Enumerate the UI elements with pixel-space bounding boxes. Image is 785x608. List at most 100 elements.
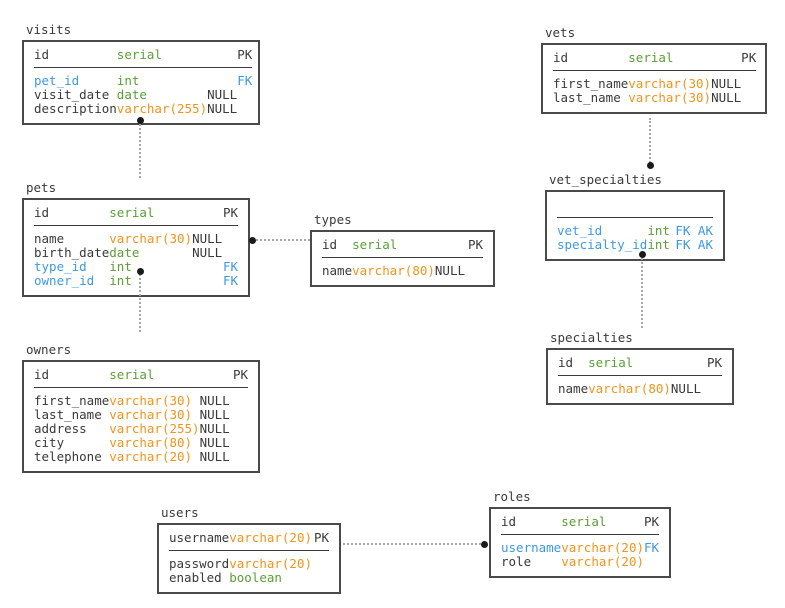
- entity-title: visits: [26, 22, 72, 37]
- relationship-pets-types[interactable]: [252, 239, 310, 241]
- relationship-vet_specialties-specialties[interactable]: [641, 254, 643, 328]
- column-type: varchar(30): [109, 407, 193, 422]
- column-key-flag: FK: [222, 273, 238, 288]
- relationship-pets-owners[interactable]: [139, 271, 141, 332]
- key-separator: [557, 216, 713, 218]
- column-type: varchar(20): [109, 449, 193, 464]
- relationship-endpoint-dot: [249, 237, 256, 244]
- column-name: name: [322, 263, 353, 278]
- column-key-flag: [312, 571, 329, 585]
- column-nullable: NULL: [670, 381, 702, 396]
- column-key-flag: [741, 91, 756, 105]
- key-separator: [553, 69, 757, 71]
- column-key-flag: FK: [644, 540, 660, 555]
- entity-title: users: [161, 505, 199, 520]
- column-nullable: NULL: [199, 407, 230, 422]
- column-key-flag: [230, 422, 248, 436]
- relationship-endpoint-dot: [481, 541, 488, 548]
- key-separator: [558, 374, 722, 376]
- column-name: birth_date: [34, 245, 110, 260]
- column-key-flag: [237, 88, 252, 102]
- column-type: int: [116, 73, 140, 88]
- column-key-flag: PK: [467, 237, 483, 252]
- column-key-flag: [230, 450, 248, 464]
- entity-title: specialties: [550, 330, 633, 345]
- entity-title: owners: [26, 342, 72, 357]
- column-key-flag: [237, 102, 252, 116]
- entity-title: pets: [26, 180, 57, 195]
- relationship-vets-vet_specialties[interactable]: [649, 118, 651, 166]
- column-name: last_name: [553, 90, 621, 105]
- column-type: varchar(80): [109, 435, 193, 450]
- column-key-flag: PK: [237, 47, 253, 62]
- column-name: id: [553, 50, 569, 65]
- column-type: int: [647, 237, 670, 252]
- column-type: date: [109, 245, 140, 260]
- column-key-flag: PK: [706, 355, 722, 370]
- entity-title: roles: [493, 489, 531, 504]
- column-type: varchar(20): [561, 554, 645, 569]
- relationship-endpoint-dot: [647, 162, 654, 169]
- column-key-flag: [230, 436, 248, 450]
- column-name: name: [34, 231, 65, 246]
- relationship-visits-pets[interactable]: [139, 120, 141, 178]
- column-type: varchar(255): [116, 101, 208, 116]
- column-type: varchar(20): [561, 540, 645, 555]
- column-type: int: [647, 223, 670, 238]
- column-nullable: [435, 238, 465, 252]
- column-name: address: [34, 421, 87, 436]
- column-name: name: [558, 381, 589, 396]
- column-nullable: NULL: [711, 76, 742, 91]
- relationship-users-roles[interactable]: [343, 543, 485, 545]
- column-key-flag: [644, 555, 659, 569]
- column-nullable: [711, 51, 741, 65]
- column-key-flag: PK: [741, 50, 757, 65]
- column-name: id: [322, 237, 338, 252]
- column-type: varchar(80): [352, 263, 435, 278]
- column-key-flag: [465, 264, 483, 278]
- column-name: [557, 198, 647, 212]
- column-nullable: NULL: [199, 435, 230, 450]
- column-key-flag: FK: [237, 73, 253, 88]
- column-type: int: [109, 273, 132, 288]
- column-type: varchar(255): [109, 421, 200, 436]
- column-key-flag: PK: [644, 514, 660, 529]
- column-type: serial: [588, 355, 634, 370]
- column-key-flag: [230, 394, 248, 408]
- column-key-flag: [312, 557, 329, 571]
- column-name: id: [34, 205, 50, 220]
